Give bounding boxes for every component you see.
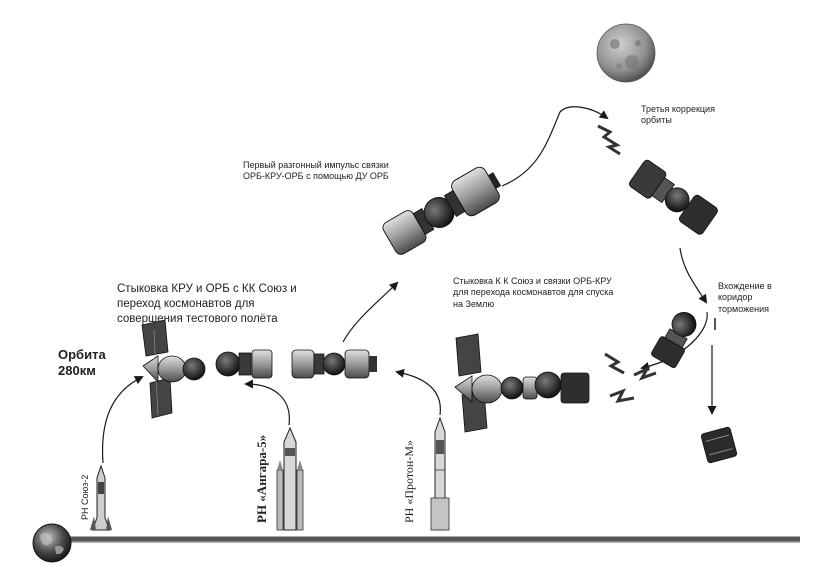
engine-flame-icon: [597, 124, 657, 404]
trajectory-arrow: [501, 106, 609, 187]
spacecraft-icon: [629, 159, 718, 235]
rocket-label-soyuz: РН Союз-2: [80, 474, 90, 520]
spacecraft-icon: [215, 349, 273, 379]
spacecraft-icon: [141, 319, 206, 419]
entry-corridor-label: Вхождение в коридор торможения: [718, 281, 772, 314]
trajectory-arrow: [395, 368, 441, 416]
rocket-label-proton: РН «Протон-М»: [402, 439, 416, 523]
spacecraft-icon: [651, 312, 697, 368]
rocket-label-angara: РН «Ангара-5»: [254, 434, 269, 523]
rocket-icon: [276, 426, 304, 531]
trajectory-arrow: [640, 311, 708, 371]
trajectory-arrow: [679, 247, 708, 304]
rocket-icon: [430, 416, 450, 531]
earth-icon: [32, 523, 72, 563]
spacecraft-icon: [291, 349, 377, 379]
trajectory-arrow: [101, 376, 144, 464]
docking-test-label: Стыковка КРУ и ОРБ с КК Союз и переход к…: [117, 283, 297, 325]
descent-capsule-icon: [700, 426, 738, 464]
docking-return-label: Стыковка К К Союз и связки ОРБ-КРУ для п…: [453, 276, 614, 309]
spacecraft-icon: [454, 333, 590, 433]
trajectory-arrow: [244, 379, 290, 426]
orbit-label: Орбита 280км: [58, 347, 106, 378]
first-impulse-label: Первый разгонный импульс связки ОРБ-КРУ-…: [243, 160, 389, 182]
trajectory-arrow: [342, 281, 399, 343]
third-correction-label: Третья коррекция орбиты: [641, 104, 715, 126]
moon-icon: [596, 23, 656, 83]
rocket-icon: [90, 464, 112, 531]
spacecraft-icon: [382, 166, 502, 255]
